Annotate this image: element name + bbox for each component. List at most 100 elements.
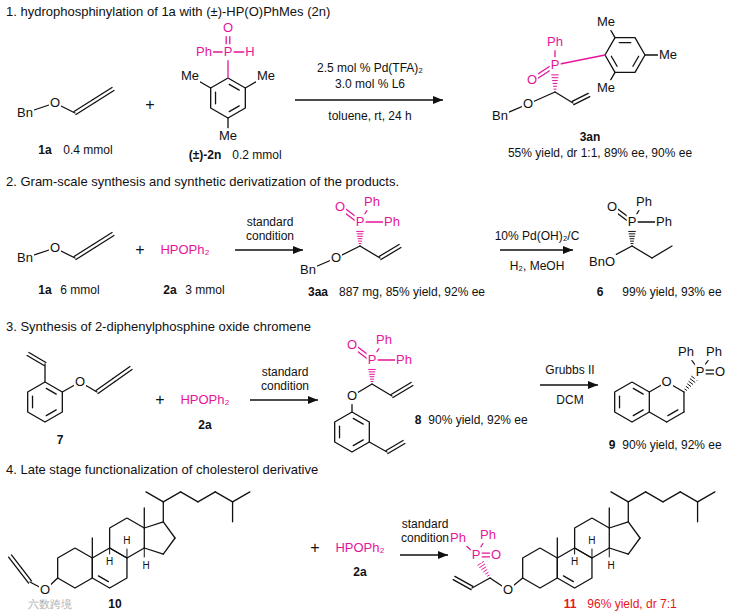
- reaction-arrow: [295, 99, 443, 100]
- bond-line: [482, 567, 486, 570]
- bond-line: [663, 492, 680, 502]
- compound-number: 2a: [352, 565, 367, 579]
- yield-note: 96% yield, dr 7:1: [586, 597, 677, 611]
- bond-line: [369, 369, 376, 370]
- ring-bond: [211, 78, 246, 118]
- atom-label: P: [367, 352, 378, 368]
- bond-line: [630, 241, 633, 242]
- bond-line: [215, 492, 232, 502]
- bond-line: [633, 56, 639, 66]
- bond-line: [652, 246, 672, 258]
- bond-line: [181, 492, 198, 502]
- atom-label: O: [714, 364, 726, 380]
- atom-label: O: [49, 240, 61, 256]
- atom-label: Bn: [16, 250, 34, 266]
- bond-line: [98, 576, 108, 582]
- atom-label: O: [39, 582, 51, 598]
- yield-note: 90% yield, 92% ee: [621, 438, 722, 452]
- compound-number: 11: [563, 597, 578, 611]
- yield-note: 99% yield, 93% ee: [621, 285, 722, 299]
- reaction-condition: H₂, MeOH: [509, 259, 566, 273]
- bond-line: [689, 381, 693, 384]
- section-heading: 1. hydrophosphinylation of 1a with (±)-H…: [5, 4, 331, 20]
- bond-line: [555, 55, 605, 65]
- bond-line: [668, 410, 678, 416]
- yield-note: 90% yield, 92% ee: [427, 413, 528, 427]
- compound-number: (±)-2n: [188, 148, 223, 162]
- bond-line: [698, 492, 715, 502]
- bond-line: [215, 92, 216, 104]
- bond-line: [555, 92, 573, 103]
- compound-number: 3aa: [307, 285, 329, 299]
- bond-line: [96, 379, 113, 391]
- bond-line: [619, 396, 620, 408]
- atom-label: Me: [596, 14, 616, 30]
- atom-label: P: [355, 214, 366, 230]
- bond-line: [563, 576, 573, 582]
- bond-line: [9, 557, 19, 570]
- bond-line: [358, 241, 361, 242]
- compound-number: 10: [107, 597, 122, 611]
- section-heading: 2. Gram-scale synthesis and synthetic de…: [5, 174, 400, 190]
- atom-label: P: [627, 214, 638, 230]
- bond-line: [572, 93, 588, 101]
- reaction-condition: DCM: [555, 393, 584, 407]
- reaction-condition: 3.0 mol % L6: [334, 77, 406, 91]
- bond-line: [229, 84, 239, 90]
- bond-line: [685, 389, 687, 390]
- bond-line: [163, 522, 175, 538]
- atom-label: Ph: [195, 44, 213, 60]
- atom-label: H: [122, 535, 131, 547]
- atom-label: O: [490, 547, 502, 563]
- bond-line: [92, 538, 93, 558]
- atom-label: P: [471, 547, 482, 563]
- ring-bond: [28, 382, 63, 422]
- reaction-condition: standard condition: [233, 216, 307, 244]
- ring-bond: [335, 412, 370, 452]
- bond-line: [163, 492, 180, 502]
- bond-line: [21, 568, 31, 581]
- reaction-arrow: [250, 399, 318, 400]
- atom-label: Ph: [363, 194, 381, 210]
- bond-line: [553, 86, 556, 87]
- atom-label: P: [223, 44, 234, 60]
- atom-label: Ph: [479, 527, 497, 543]
- bond-line: [11, 555, 21, 568]
- reaction-condition: 2.5 mol % Pd(TFA)₂: [316, 61, 424, 75]
- ring-bond: [92, 548, 127, 588]
- bond-line: [229, 106, 239, 112]
- atom-label: O: [330, 250, 342, 266]
- atom-label: H: [587, 535, 596, 547]
- yield-note: 3 mmol: [184, 283, 225, 297]
- compound-number: 7: [56, 433, 65, 447]
- atom-label: BnO: [588, 254, 616, 270]
- bond-line: [667, 412, 684, 422]
- atom-label: Ph: [395, 352, 413, 368]
- atom-label: Me: [256, 68, 276, 84]
- yield-note: 887 mg, 85% yield, 92% ee: [338, 285, 486, 299]
- section-heading: 3. Synthesis of 2-diphenylphosphine oxid…: [5, 319, 312, 335]
- ring-bond: [615, 382, 650, 422]
- bond-line: [93, 87, 112, 99]
- bond-line: [163, 502, 164, 522]
- atom-label: H: [244, 44, 255, 60]
- bond-line: [232, 502, 233, 522]
- atom-label: Me: [658, 47, 678, 63]
- bond-line: [609, 508, 610, 528]
- bond-line: [611, 492, 628, 502]
- bond-line: [591, 549, 592, 558]
- atom-label: Ph: [655, 214, 673, 230]
- ring-bond: [605, 38, 645, 73]
- atom-label: Me: [180, 68, 200, 84]
- bond-line: [629, 231, 636, 232]
- bond-line: [488, 575, 490, 576]
- bond-line: [360, 246, 380, 258]
- compound-number: 1a: [37, 143, 52, 157]
- bond-line: [370, 374, 375, 375]
- atom-label: Ph: [677, 344, 695, 360]
- bond-line: [609, 522, 628, 528]
- bond-line: [358, 236, 363, 237]
- bond-line: [339, 426, 340, 438]
- bond-line: [74, 99, 93, 111]
